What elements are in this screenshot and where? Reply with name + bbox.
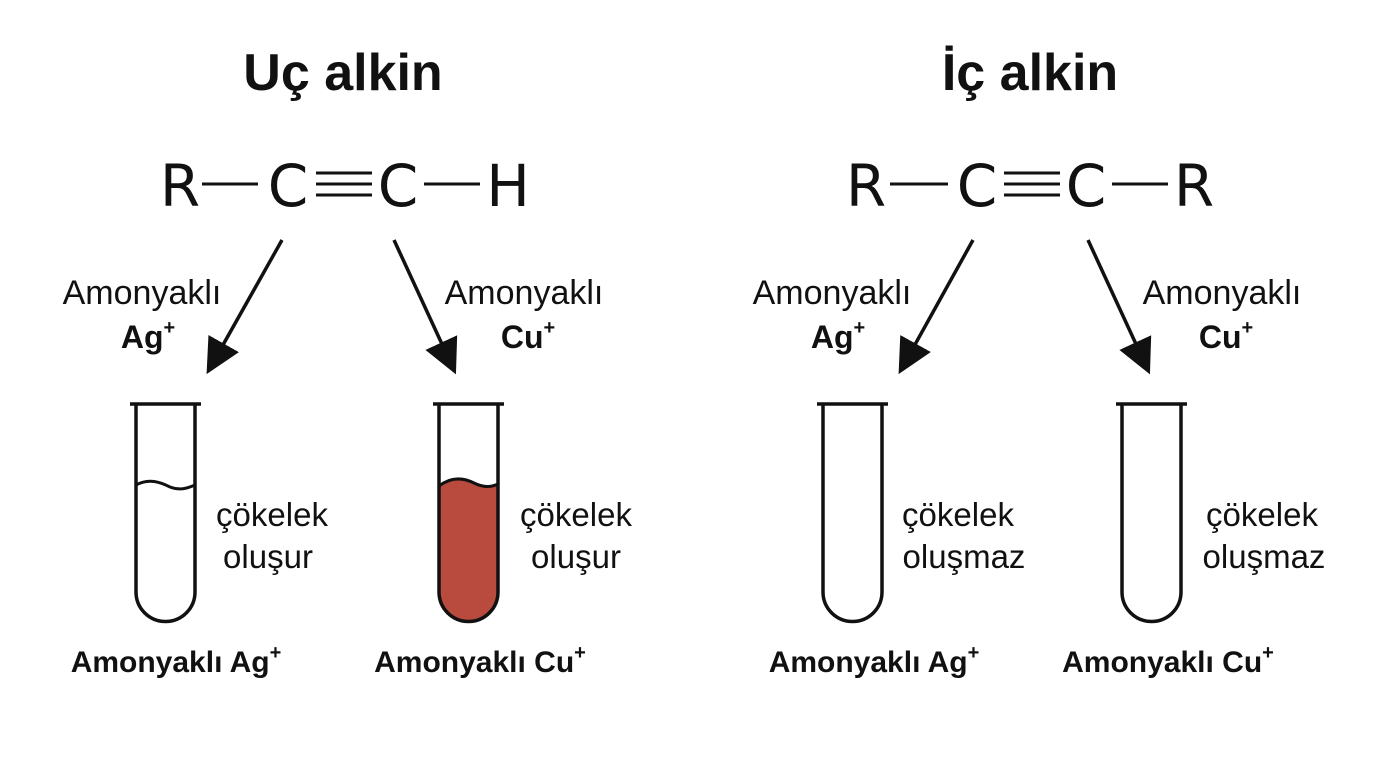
- test-tube: [1116, 402, 1187, 624]
- atom-r: R: [846, 152, 886, 220]
- structural-formula: R C C R: [846, 152, 1214, 220]
- atom-r: R: [160, 152, 200, 220]
- branch-cu: Amonyaklı Cu+ çökelek oluşur Amonyaklı C…: [374, 239, 632, 679]
- result-line: oluşur: [531, 538, 621, 575]
- reagent-label: Amonyaklı: [753, 274, 912, 312]
- test-tube: [817, 402, 888, 624]
- branch-ag: Amonyaklı Ag+ çökelek oluşmaz Amonyaklı …: [753, 239, 1026, 679]
- atom-r: R: [1174, 152, 1214, 220]
- result-line: oluşmaz: [1203, 538, 1326, 575]
- panel-terminal-alkyne: Uç alkin R C C H Amonyaklı Ag+: [63, 44, 633, 679]
- result-line: çökelek: [902, 496, 1014, 533]
- reagent-ion: Ag+: [811, 317, 865, 355]
- panel-title: Uç alkin: [243, 44, 442, 102]
- tube-caption: Amonyaklı Cu+: [1062, 642, 1274, 679]
- test-tube: [130, 402, 201, 624]
- reagent-label: Amonyaklı: [63, 274, 222, 312]
- liquid-meniscus: [135, 479, 196, 491]
- tube-caption: Amonyaklı Ag+: [769, 642, 980, 679]
- reagent-label: Amonyaklı: [445, 274, 604, 312]
- tube-outline-empty: [817, 402, 888, 624]
- atom-c: C: [378, 152, 419, 220]
- branch-cu: Amonyaklı Cu+ çökelek oluşmaz Amonyaklı …: [1062, 239, 1326, 679]
- tube-caption: Amonyaklı Cu+: [374, 642, 586, 679]
- atom-c: C: [957, 152, 998, 220]
- atom-c: C: [1066, 152, 1107, 220]
- reaction-arrow: [206, 239, 284, 375]
- test-tube: [433, 402, 504, 624]
- reagent-label: Amonyaklı: [1143, 274, 1302, 312]
- result-line: oluşmaz: [903, 538, 1026, 575]
- reagent-ion: Cu+: [501, 317, 555, 355]
- panel-internal-alkyne: İç alkin R C C R Amonyaklı Ag+ çökelek o…: [753, 44, 1326, 679]
- reaction-arrow: [392, 239, 458, 375]
- reagent-ion: Ag+: [121, 317, 175, 355]
- reagent-ion: Cu+: [1199, 317, 1253, 355]
- structural-formula: R C C H: [160, 152, 530, 220]
- tube-outline: [130, 402, 201, 624]
- liquid-meniscus: [438, 477, 499, 488]
- reaction-arrow: [898, 239, 975, 375]
- panel-title: İç alkin: [942, 44, 1118, 102]
- reaction-arrow: [1086, 239, 1152, 375]
- triple-bond: [1004, 171, 1060, 197]
- tube-outline-empty: [1116, 402, 1187, 624]
- tube-outline: [433, 402, 504, 624]
- tube-liquid-red-precipitate: [439, 478, 498, 622]
- atom-c: C: [268, 152, 309, 220]
- result-line: oluşur: [223, 538, 313, 575]
- triple-bond: [316, 171, 372, 197]
- atom-h: H: [486, 152, 530, 220]
- result-line: çökelek: [520, 496, 632, 533]
- tube-caption: Amonyaklı Ag+: [71, 642, 282, 679]
- branch-ag: Amonyaklı Ag+ çökelek oluşur Amonyaklı A…: [63, 239, 328, 679]
- tube-liquid-clear: [136, 414, 195, 622]
- result-line: çökelek: [1206, 496, 1318, 533]
- result-line: çökelek: [216, 496, 328, 533]
